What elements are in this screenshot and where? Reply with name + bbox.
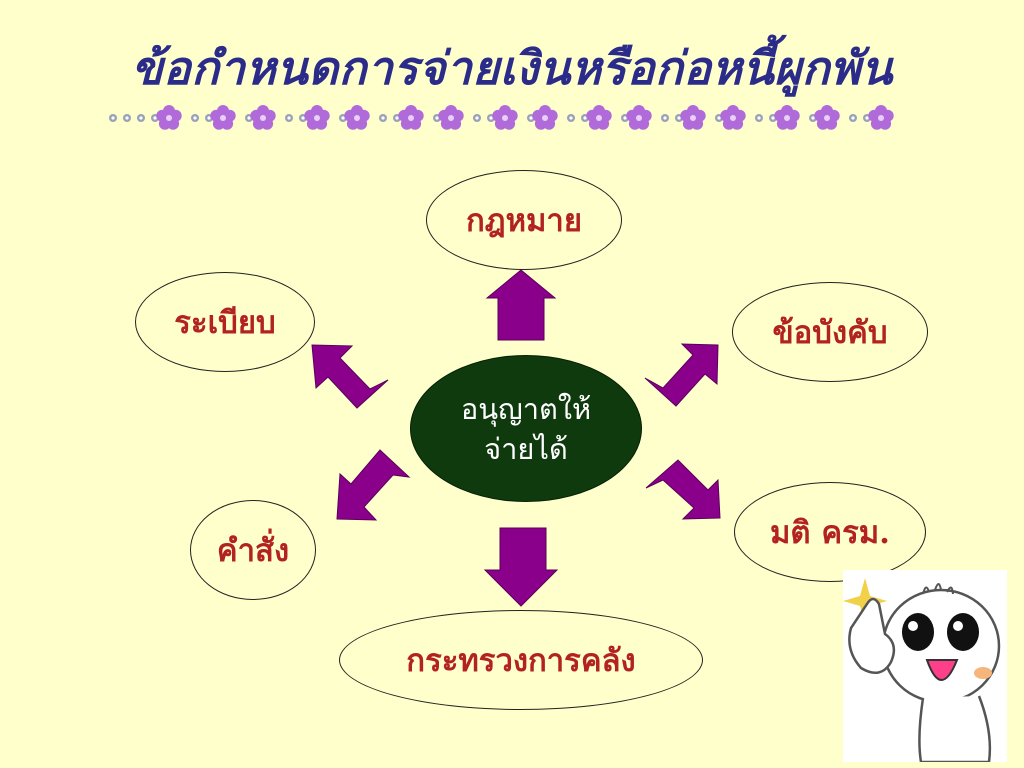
center-line-1: อนุญาตให้	[460, 391, 592, 426]
flower-icon	[814, 105, 840, 130]
flower-icon	[398, 105, 424, 130]
small-flower-icon	[473, 114, 481, 122]
arrow-upper-left	[311, 344, 389, 409]
flower-icon	[586, 105, 612, 130]
flower-icon	[680, 105, 706, 130]
node-cabinet-resolution: มติ ครม.	[734, 482, 926, 582]
small-flower-icon	[755, 114, 763, 122]
arrow-lower-left	[336, 449, 411, 521]
node-regulation-right: ข้อบังคับ	[732, 282, 928, 382]
node-cabinet-resolution-label: มติ ครม.	[770, 515, 890, 551]
flower-divider-icon	[105, 98, 905, 138]
flower-icon	[626, 105, 652, 130]
small-flower-icon	[285, 114, 293, 122]
flower-icon	[304, 105, 330, 130]
flower-icon	[720, 105, 746, 130]
small-flower-icon	[137, 114, 145, 122]
flower-icon	[156, 105, 182, 130]
center-line-2: จ่ายได้	[484, 431, 568, 466]
small-flower-icon	[849, 114, 857, 122]
small-flower-icon	[379, 114, 387, 122]
flower-icon	[250, 105, 276, 130]
node-regulation-right-label: ข้อบังคับ	[772, 315, 888, 351]
center-node: อนุญาตให้ จ่ายได้	[410, 355, 642, 502]
flower-icon	[344, 105, 370, 130]
node-rules: ระเบียบ	[135, 272, 315, 372]
flower-icon	[532, 105, 558, 130]
node-law-label: กฎหมาย	[465, 203, 583, 239]
node-law: กฎหมาย	[426, 170, 622, 270]
node-rules-label: ระเบียบ	[174, 305, 276, 341]
pointing-mascot-icon	[843, 570, 1007, 762]
flower-icon	[774, 105, 800, 130]
small-flower-icon	[567, 114, 575, 122]
flower-icon	[438, 105, 464, 130]
small-flower-icon	[123, 114, 131, 122]
arrow-upper-right	[644, 343, 719, 407]
node-order-label: คำสั่ง	[216, 533, 290, 569]
node-ministry-of-finance-label: กระทรวงการคลัง	[406, 643, 636, 679]
flower-icon	[492, 105, 518, 130]
arrow-down	[483, 527, 559, 607]
flower-icon	[868, 105, 894, 130]
small-flower-icon	[661, 114, 669, 122]
small-flower-icon	[109, 114, 117, 122]
arrow-up	[485, 269, 557, 341]
small-flower-icon	[191, 114, 199, 122]
slide-title: ข้อกำหนดการจ่ายเงินหรือก่อหนี้ผูกพัน	[131, 41, 893, 95]
node-ministry-of-finance: กระทรวงการคลัง	[339, 610, 703, 710]
node-order: คำสั่ง	[190, 500, 316, 600]
flower-icon	[210, 105, 236, 130]
arrow-lower-right	[645, 459, 721, 520]
